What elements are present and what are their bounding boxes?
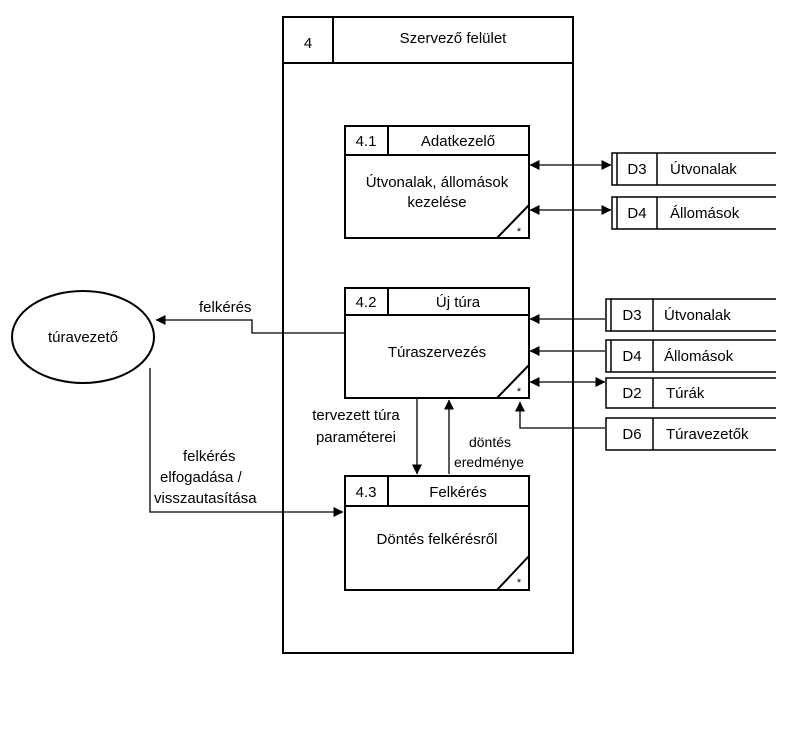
- process-desc: Túraszervezés: [388, 344, 486, 361]
- store-id: D3: [622, 307, 641, 324]
- store-id: D4: [622, 348, 641, 365]
- store-name: Útvonalak: [670, 161, 737, 178]
- flow-label-felkeres: felkérés: [199, 299, 252, 316]
- flow-felkeres: [155, 315, 345, 334]
- data-store-d4-top[interactable]: D4 Állomások: [611, 196, 776, 230]
- store-name: Állomások: [670, 205, 740, 222]
- store-name: Állomások: [664, 348, 734, 365]
- process-marker: *: [517, 386, 522, 398]
- store-name: Túravezetők: [666, 426, 749, 443]
- flow-d6-to-4-2: [515, 401, 605, 429]
- flow-label-dontes: eredménye: [454, 454, 524, 470]
- process-desc: Útvonalak, állomások: [366, 174, 509, 191]
- process-id: 4.2: [356, 294, 377, 311]
- store-id: D4: [627, 205, 646, 222]
- flow-label-valasz: felkérés: [183, 448, 236, 465]
- flow-label-dontes: döntés: [469, 434, 511, 450]
- flow-label-tervezett: paraméterei: [316, 429, 396, 446]
- process-id: 4.1: [356, 133, 377, 150]
- process-id: 4.3: [356, 484, 377, 501]
- data-store-d3-top[interactable]: D3 Útvonalak: [611, 152, 776, 186]
- flow-felkeres-valasz: [149, 368, 344, 517]
- process-marker: *: [517, 226, 522, 238]
- data-store-d2[interactable]: D2 Túrák: [605, 377, 776, 409]
- container-id: 4: [304, 35, 312, 52]
- process-name: Adatkezelő: [421, 133, 495, 150]
- container-process: 4 Szervező felület: [282, 16, 574, 654]
- external-entity-label: túravezető: [48, 329, 118, 346]
- store-id: D6: [622, 426, 641, 443]
- flow-label-valasz: visszautasítása: [154, 490, 257, 507]
- store-id: D3: [627, 161, 646, 178]
- process-marker: *: [517, 577, 522, 589]
- store-name: Túrák: [666, 385, 705, 402]
- external-entity-turavezeto[interactable]: túravezető: [11, 290, 155, 384]
- flow-label-valasz: elfogadása /: [160, 469, 243, 486]
- process-name: Felkérés: [429, 484, 487, 501]
- process-name: Új túra: [436, 294, 481, 311]
- process-desc: kezelése: [407, 194, 466, 211]
- process-4-3[interactable]: 4.3 Felkérés Döntés felkérésről *: [344, 475, 530, 591]
- process-desc: Döntés felkérésről: [377, 531, 498, 548]
- data-store-d4[interactable]: D4 Állomások: [605, 339, 776, 373]
- data-store-d6[interactable]: D6 Túravezetők: [605, 417, 776, 451]
- flow-label-tervezett: tervezett túra: [312, 407, 400, 424]
- store-id: D2: [622, 385, 641, 402]
- process-4-2[interactable]: 4.2 Új túra Túraszervezés *: [344, 287, 530, 399]
- container-title: Szervező felület: [400, 30, 508, 47]
- data-store-d3[interactable]: D3 Útvonalak: [605, 298, 776, 332]
- process-4-1[interactable]: 4.1 Adatkezelő Útvonalak, állomások keze…: [344, 125, 530, 239]
- store-name: Útvonalak: [664, 307, 731, 324]
